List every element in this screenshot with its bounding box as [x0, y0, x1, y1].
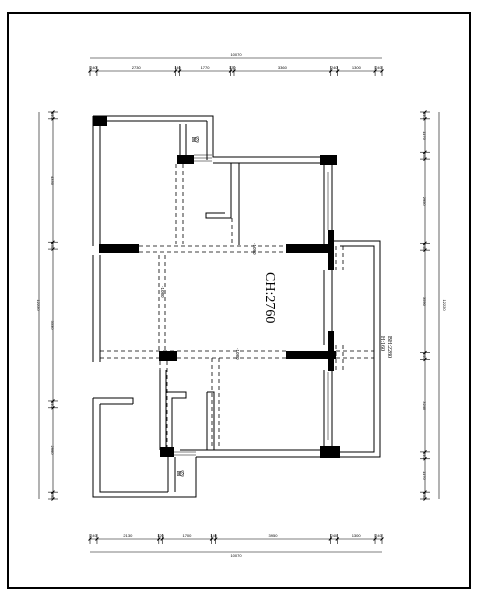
left-dim-segment-label: 4330: [50, 176, 55, 186]
bottom-dim-segment-label: 2130: [123, 533, 133, 538]
left-dim-tick-slash: [51, 490, 55, 495]
right-dim-segment-label: 1170: [422, 471, 427, 480]
bottom-dim-tick-slash: [380, 537, 384, 541]
structural-columns: [93, 116, 340, 458]
right-dim-segment-label: 240: [422, 112, 427, 119]
right-dim-segment-label: 240: [422, 452, 427, 459]
top-dim-tick-slash: [328, 69, 333, 73]
bottom-dim-segment-label: 1300: [352, 533, 362, 538]
right-dim-segment-label: 1170: [422, 131, 427, 140]
left-dim-segment-label: 2960: [50, 446, 55, 456]
window-mark-top: 窗: [191, 136, 200, 143]
window-mark-bottom: 窗: [176, 470, 185, 477]
beam-height-label-2: -1080: [235, 348, 240, 360]
left-dim-segment-label: 240: [50, 112, 55, 119]
right-dim-segment-label: 240: [422, 152, 427, 159]
right-dim-tick-slash: [423, 497, 427, 501]
bottom-dim-segment-label: 240: [375, 533, 382, 538]
right-dim-tick-slash: [423, 450, 427, 454]
bottom-dim-tick-slash: [373, 537, 377, 541]
top-dim-tick-slash: [173, 69, 178, 73]
top-dim-segment-label: 120: [229, 65, 236, 70]
left-dim-tick-slash: [51, 110, 55, 114]
walls: [92, 115, 381, 498]
right-dim-tick-slash: [423, 157, 427, 161]
right-dim-tick-slash: [423, 350, 427, 355]
top-dim-segment-label: 140: [174, 65, 181, 70]
top-dim-segment-label: 240: [90, 65, 97, 70]
bottom-total-dimension: 10070: [230, 553, 242, 558]
top-dim-tick-slash: [95, 69, 99, 73]
beam-height-label-3: -1080: [160, 286, 165, 298]
bottom-dim-tick-slash: [213, 537, 218, 541]
right-dim-tick-slash: [423, 116, 427, 121]
top-dim-segment-label: 240: [331, 65, 338, 70]
right-dim-segment-label: 240: [422, 492, 427, 499]
right-dim-tick-slash: [423, 241, 427, 246]
bottom-dim-segment-label: 140: [210, 533, 217, 538]
right-dim-tick-slash: [423, 490, 427, 495]
bottom-dim-tick-slash: [328, 537, 333, 541]
top-dim-tick-slash: [228, 69, 233, 73]
bottom-dim-segment-label: 3950: [269, 533, 279, 538]
top-dim-tick-slash: [373, 69, 377, 73]
bottom-dim-segment-label: 240: [90, 533, 97, 538]
bottom-dim-tick-slash: [335, 537, 340, 541]
beam-note-h: H:160: [379, 336, 385, 351]
bottom-dimension-chain: [88, 534, 384, 553]
top-dim-segment-label: 240: [375, 65, 382, 70]
right-total-dimension: 12220: [442, 299, 447, 311]
right-dim-tick-slash: [423, 357, 427, 362]
bottom-dim-segment-label: 240: [330, 533, 337, 538]
left-dim-tick-slash: [51, 116, 55, 121]
bottom-dim-segment-label: 1700: [182, 533, 192, 538]
left-dim-segment-label: 240: [50, 492, 55, 499]
drawing-border: [7, 12, 471, 589]
right-dim-tick-slash: [423, 110, 427, 114]
left-total-dimension: 12220: [36, 299, 41, 311]
left-dim-tick-slash: [51, 240, 55, 245]
top-dim-tick-slash: [232, 69, 236, 73]
beam-height-label-1: -1080: [252, 243, 257, 255]
top-dim-segment-label: 1300: [352, 65, 362, 70]
bottom-dim-tick-slash: [88, 537, 92, 541]
top-dim-tick-slash: [88, 69, 92, 73]
top-dim-segment-label: 3360: [278, 65, 288, 70]
top-dimension-chain: [88, 57, 384, 76]
bottom-dim-tick-slash: [209, 537, 214, 541]
right-dim-segment-label: 240: [422, 353, 427, 360]
left-dim-tick-slash: [51, 405, 55, 410]
top-dim-tick-slash: [335, 69, 340, 73]
beam-note-bh: BH:2280: [386, 336, 392, 358]
left-dim-tick-slash: [51, 497, 55, 501]
left-dimension-chain: [38, 110, 58, 501]
right-dim-segment-label: 3240: [422, 401, 427, 411]
top-dim-segment-label: 1770: [201, 65, 211, 70]
beam-lines: [100, 164, 374, 447]
left-dim-tick-slash: [51, 247, 55, 251]
right-dimension-chain: [420, 110, 440, 501]
bottom-dim-tick-slash: [156, 537, 161, 541]
right-dim-tick-slash: [423, 248, 427, 252]
bottom-dim-segment-label: 120: [157, 533, 164, 538]
bottom-dim-tick-slash: [95, 537, 99, 541]
left-dim-segment-label: 5330: [50, 321, 55, 331]
right-dim-segment-label: 3590: [422, 297, 427, 307]
right-dim-segment-label: 240: [422, 243, 427, 250]
top-total-dimension: 10070: [230, 52, 242, 57]
left-dim-tick-slash: [51, 399, 55, 403]
bottom-dim-tick-slash: [160, 537, 165, 541]
left-dim-segment-label: 240: [50, 242, 55, 249]
windows: [174, 154, 333, 456]
top-dim-tick-slash: [380, 69, 384, 73]
right-dim-tick-slash: [423, 456, 427, 461]
left-dim-segment-label: 240: [50, 401, 55, 408]
right-dim-tick-slash: [423, 150, 427, 155]
top-dim-segment-label: 2730: [132, 65, 142, 70]
top-dim-tick-slash: [177, 69, 182, 73]
ceiling-height-label: CH:2760: [262, 272, 277, 323]
right-dim-segment-label: 2950: [422, 197, 427, 207]
